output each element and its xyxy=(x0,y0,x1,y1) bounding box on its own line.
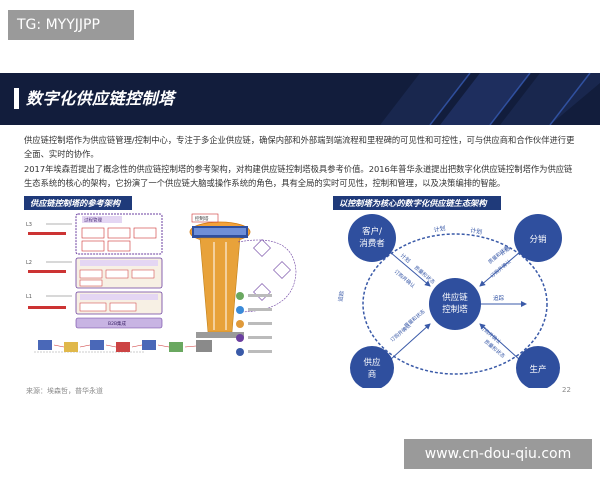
network-nodes xyxy=(38,340,212,352)
edge-plan-top: 计划 xyxy=(433,224,446,234)
process-mgmt-header xyxy=(82,216,122,223)
edge-plan-left: 计划 xyxy=(399,251,413,264)
node-control-tower-label-line1: 供应链 xyxy=(442,292,468,303)
level-l2-label: L2 xyxy=(26,260,32,266)
ecosystem-diagram: 供应链 控制塔 客户/ 消费者 分销 供应 商 生产 计划 计划 计划 计划 订… xyxy=(336,214,562,388)
node-customer-label-line1: 客户/ xyxy=(362,226,382,237)
node-control-tower xyxy=(429,278,481,330)
paragraph-history: 2017年埃森哲提出了概念性的供应链控制塔的参考架构，对构建供应链控制塔极具参考… xyxy=(24,164,573,188)
b2b-label: B2B集成 xyxy=(108,320,127,327)
watermark-url: www.cn-dou-qiu.com xyxy=(404,439,592,469)
reference-architecture-diagram: L3 L2 L1 过程管理 B2B集成 xyxy=(26,213,297,356)
source-note: 来源：埃森哲，普华永道 xyxy=(26,387,103,395)
node-production-label: 生产 xyxy=(529,364,546,375)
level-l3-label: L3 xyxy=(26,222,32,228)
outer-ring xyxy=(362,233,548,375)
edge-track: 追踪 xyxy=(493,294,505,302)
node-supplier-label-line2: 商 xyxy=(368,369,377,380)
banner-stripes xyxy=(380,73,600,125)
node-supplier xyxy=(350,346,394,388)
control-tower-label: 控制塔 xyxy=(195,215,209,222)
control-tower-illustration: 控制塔 xyxy=(189,213,251,338)
page-title: 数字化供应链控制塔 xyxy=(26,89,175,108)
process-mgmt-label: 过程管理 xyxy=(84,217,102,224)
title-banner: 数字化供应链控制塔 xyxy=(0,73,600,125)
capability-diamonds xyxy=(253,239,291,301)
tag-badge: TG: MYYJJPP xyxy=(8,10,134,40)
banner-accent-bar xyxy=(14,88,19,109)
node-distribution xyxy=(514,214,562,262)
node-customer-label-line2: 消费者 xyxy=(359,238,385,249)
edge-plan-top2: 计划 xyxy=(470,226,483,236)
left-panel-title: 供应链控制塔的参考架构 xyxy=(24,196,132,210)
edge-status-1: 质量和状态 xyxy=(403,308,427,329)
right-panel-title: 以控制塔为核心的数字化供应链生态架构 xyxy=(333,196,501,210)
node-distribution-label: 分销 xyxy=(529,234,547,245)
technology-icons xyxy=(236,292,272,356)
edge-track2: 追踪 xyxy=(336,290,346,303)
level-l1-label: L1 xyxy=(26,294,32,300)
page-number: 22 xyxy=(562,386,571,394)
node-production xyxy=(516,346,560,388)
node-supplier-label-line1: 供应 xyxy=(363,357,381,368)
node-control-tower-label-line2: 控制塔 xyxy=(442,304,468,315)
paragraph-intro: 供应链控制塔作为供应链管理/控制中心，专注于多企业供应链，确保内部和外部端到端流… xyxy=(24,135,575,159)
node-customer xyxy=(348,214,396,262)
